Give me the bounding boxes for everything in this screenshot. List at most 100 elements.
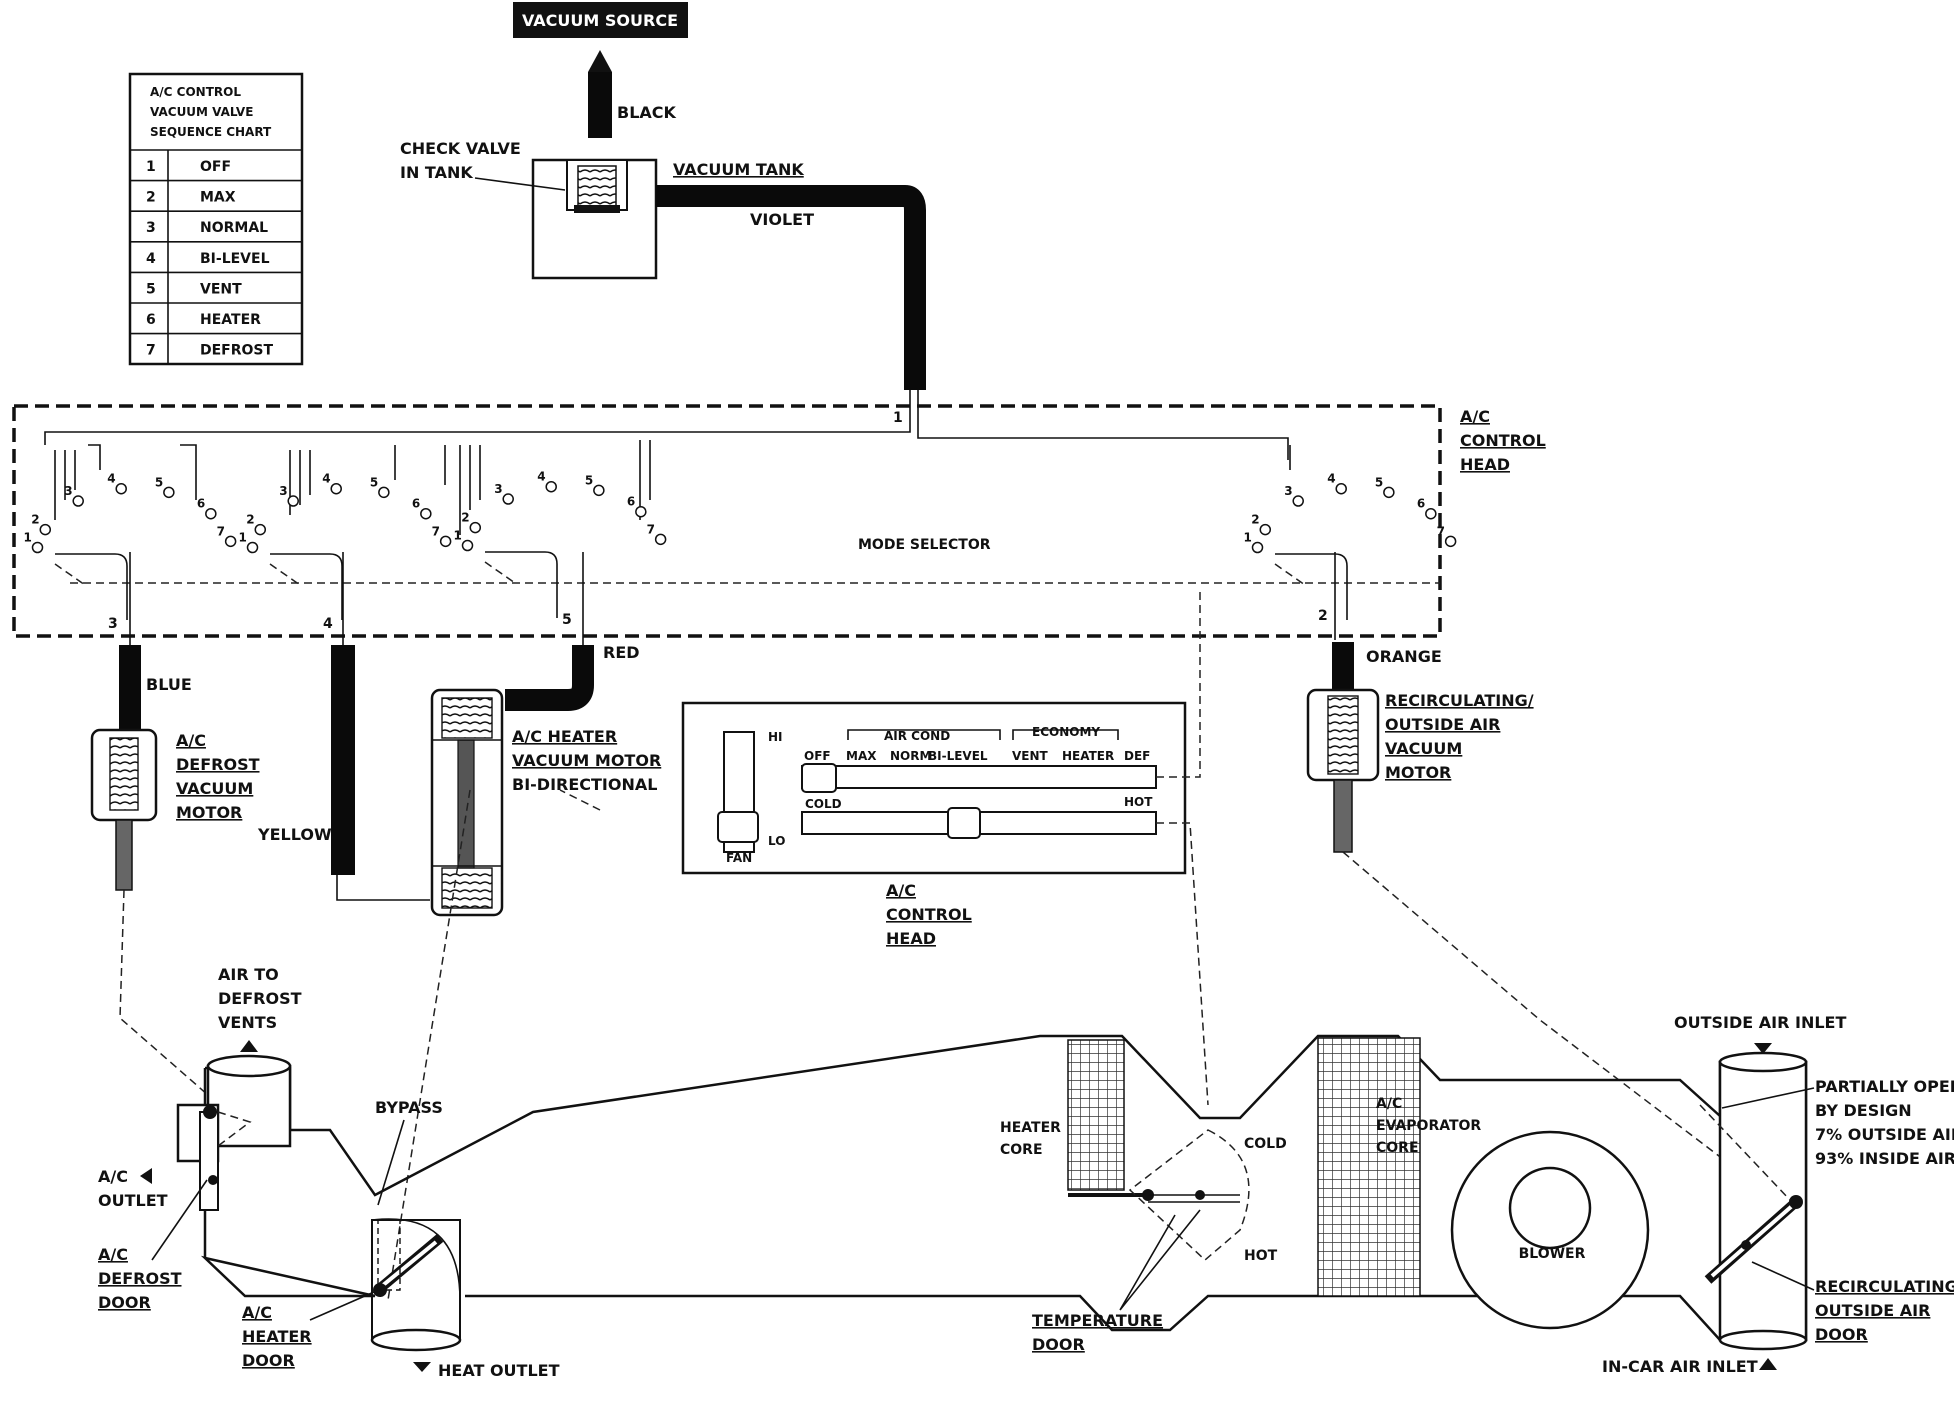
temp-cold-label: COLD [805,797,842,811]
chart-title-1: A/C CONTROL [150,85,241,99]
valve-position-number: 4 [107,472,115,486]
evaporator-core [1317,1037,1421,1297]
chart-row-number: 1 [146,159,156,175]
port-3-number: 3 [108,616,118,632]
chart-row-mode: DEFROST [200,343,274,359]
valve-port [1292,495,1304,507]
chart-row-mode: MAX [200,190,236,206]
valve-position-number: 3 [64,484,72,498]
defrost-door-label-1: A/C [98,1245,128,1264]
valve-port [254,523,267,536]
mode-slider-knob[interactable] [801,763,837,793]
valve-position-number: 7 [1437,524,1445,538]
recirc-motor-label-2: OUTSIDE AIR [1385,715,1500,734]
chart-row-mode: BI-LEVEL [200,251,270,267]
panel-caption-2: CONTROL [886,905,972,924]
economy-group-label: ECONOMY [1032,725,1100,739]
heater-door-label-2: HEATER [242,1327,312,1346]
valve-position-number: 6 [412,497,420,511]
mode-label: MAX [846,749,877,763]
valve-position-number: 4 [1327,472,1335,486]
valve-port [287,495,299,507]
valve-position-number: 1 [239,530,247,544]
heater-door-label-1: A/C [242,1303,272,1322]
fan-label: FAN [726,851,752,865]
valve-position-number: 6 [1417,497,1425,511]
chart-row-number: 5 [146,281,156,297]
port-4-number: 4 [323,616,333,632]
panel-caption-3: HEAD [886,929,936,948]
heater-motor-label-1: A/C HEATER [512,727,617,746]
chart-row-mode: NORMAL [200,220,268,236]
mode-label: OFF [804,749,831,763]
valve-position-number: 3 [1284,484,1292,498]
chart-title-2: VACUUM VALVE [150,105,253,119]
valve-port [31,541,44,554]
panel-caption-1: A/C [886,881,916,900]
defrost-outlet-duct [206,1064,292,1148]
check-valve-leader [474,177,566,191]
valve-port [205,507,217,520]
valve-port [224,535,237,548]
manifold-lines [44,390,1289,460]
valve-position-number: 1 [24,530,32,544]
temperature-door-label-1: TEMPERATURE [1032,1311,1163,1330]
valve-port [461,539,474,552]
defrost-motor-label-2: DEFROST [176,755,260,774]
chart-row-mode: VENT [200,281,242,297]
heater-core-label-2: CORE [1000,1142,1043,1158]
valve-port [654,533,667,546]
blue-hose-label: BLUE [146,675,192,694]
valve-port [420,507,432,520]
red-hose-label: RED [603,643,640,662]
black-hose-label: BLACK [617,103,677,122]
defrost-motor-label-3: VACUUM [176,779,253,798]
mode-slider-track[interactable] [801,765,1157,789]
temp-slider-knob[interactable] [947,807,981,839]
port-2-number: 2 [1318,608,1328,624]
valve-position-number: 1 [454,528,462,542]
fan-lo-label: LO [768,834,785,848]
valve-port [1335,482,1347,495]
chart-row-number: 4 [146,251,156,267]
linkage-rods [119,590,1791,1301]
partially-open-label-3: 7% OUTSIDE AIR [1815,1125,1954,1144]
mode-label: BI-LEVEL [928,749,988,763]
valve-port [246,541,259,554]
valve-position-number: 3 [279,484,287,498]
heat-outlet-label: HEAT OUTLET [438,1361,560,1380]
chart-title-3: SEQUENCE CHART [150,125,272,139]
evaporator-label-2: EVAPORATOR [1376,1118,1481,1134]
outside-air-inlet-label: OUTSIDE AIR INLET [1674,1013,1846,1032]
fan-slider-knob[interactable] [717,811,759,843]
port-5-number: 5 [562,612,572,628]
defrost-door-label-2: DEFROST [98,1269,182,1288]
recirc-motor-label-1: RECIRCULATING/ [1385,691,1534,710]
ac-outlet-label-2: OUTLET [98,1191,168,1210]
valve-position-number: 6 [627,495,635,509]
check-valve-spring-icon [577,165,617,211]
mode-label: DEF [1124,749,1150,763]
check-valve-label-1: CHECK VALVE [400,139,521,158]
defrost-motor-label-1: A/C [176,731,206,750]
arrow-left-icon [140,1168,152,1184]
valve-port [1444,535,1457,548]
valve-port [1251,541,1264,554]
heater-core-label-1: HEATER [1000,1120,1061,1136]
valve-port [1383,486,1395,499]
recirc-vacuum-motor [1306,688,1380,853]
valve-port [545,480,557,493]
arrow-up-icon [588,50,612,72]
heater-vacuum-motor [430,688,504,917]
recirc-door-label-3: DOOR [1815,1325,1868,1344]
partially-open-label-1: PARTIALLY OPEN [1815,1077,1954,1096]
mode-label: VENT [1012,749,1049,763]
valve-position-number: 6 [197,497,205,511]
orange-hose-label: ORANGE [1366,647,1442,666]
valve-port [330,482,342,495]
air-cond-group-label: AIR COND [884,729,950,743]
fan-hi-label: HI [768,730,783,744]
recirc-motor-label-4: MOTOR [1385,763,1451,782]
